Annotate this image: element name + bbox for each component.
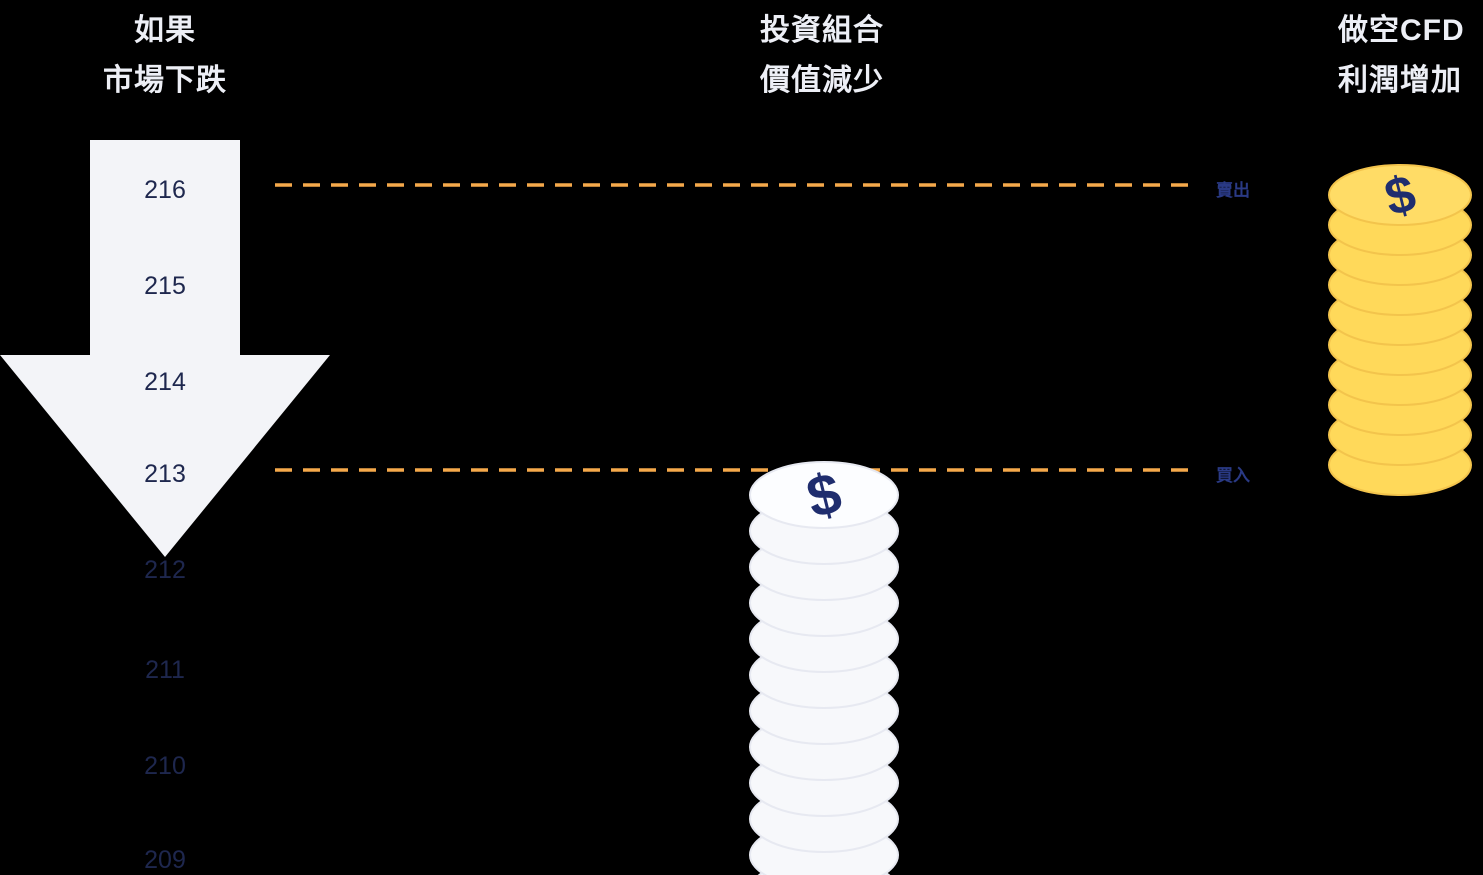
price-level: 210 (144, 752, 186, 780)
header-line-2: 利潤增加 (1338, 64, 1462, 97)
price-level: 215 (144, 272, 186, 300)
buy-dashed-line (275, 468, 1193, 472)
sell-label: 賣出 (1216, 181, 1250, 200)
sell-dashed-line (275, 183, 1193, 187)
header-line-1: 做空CFD (1338, 14, 1465, 47)
price-level: 211 (145, 656, 185, 684)
header-portfolio-value-decreases: 投資組合 價值減少 (760, 6, 884, 106)
portfolio-coin-stack: $ (749, 460, 899, 875)
price-level: 216 (144, 176, 186, 204)
header-short-cfd-profit-increases: 做空CFD 利潤增加 (1338, 6, 1465, 106)
price-level: 212 (144, 556, 186, 584)
header-line-2: 市場下跌 (103, 64, 227, 97)
price-level: 213 (144, 460, 186, 488)
falling-market-arrow-icon (0, 140, 330, 557)
price-level: 214 (144, 368, 186, 396)
buy-label: 買入 (1216, 466, 1250, 485)
price-level: 209 (144, 846, 186, 874)
cfd-coin-stack: $ (1328, 164, 1472, 496)
header-line-1: 如果 (134, 14, 196, 47)
arrow-shape (0, 140, 330, 557)
header-line-1: 投資組合 (760, 14, 884, 47)
header-if-market-falls: 如果 市場下跌 (55, 6, 275, 106)
header-line-2: 價值減少 (760, 64, 884, 97)
